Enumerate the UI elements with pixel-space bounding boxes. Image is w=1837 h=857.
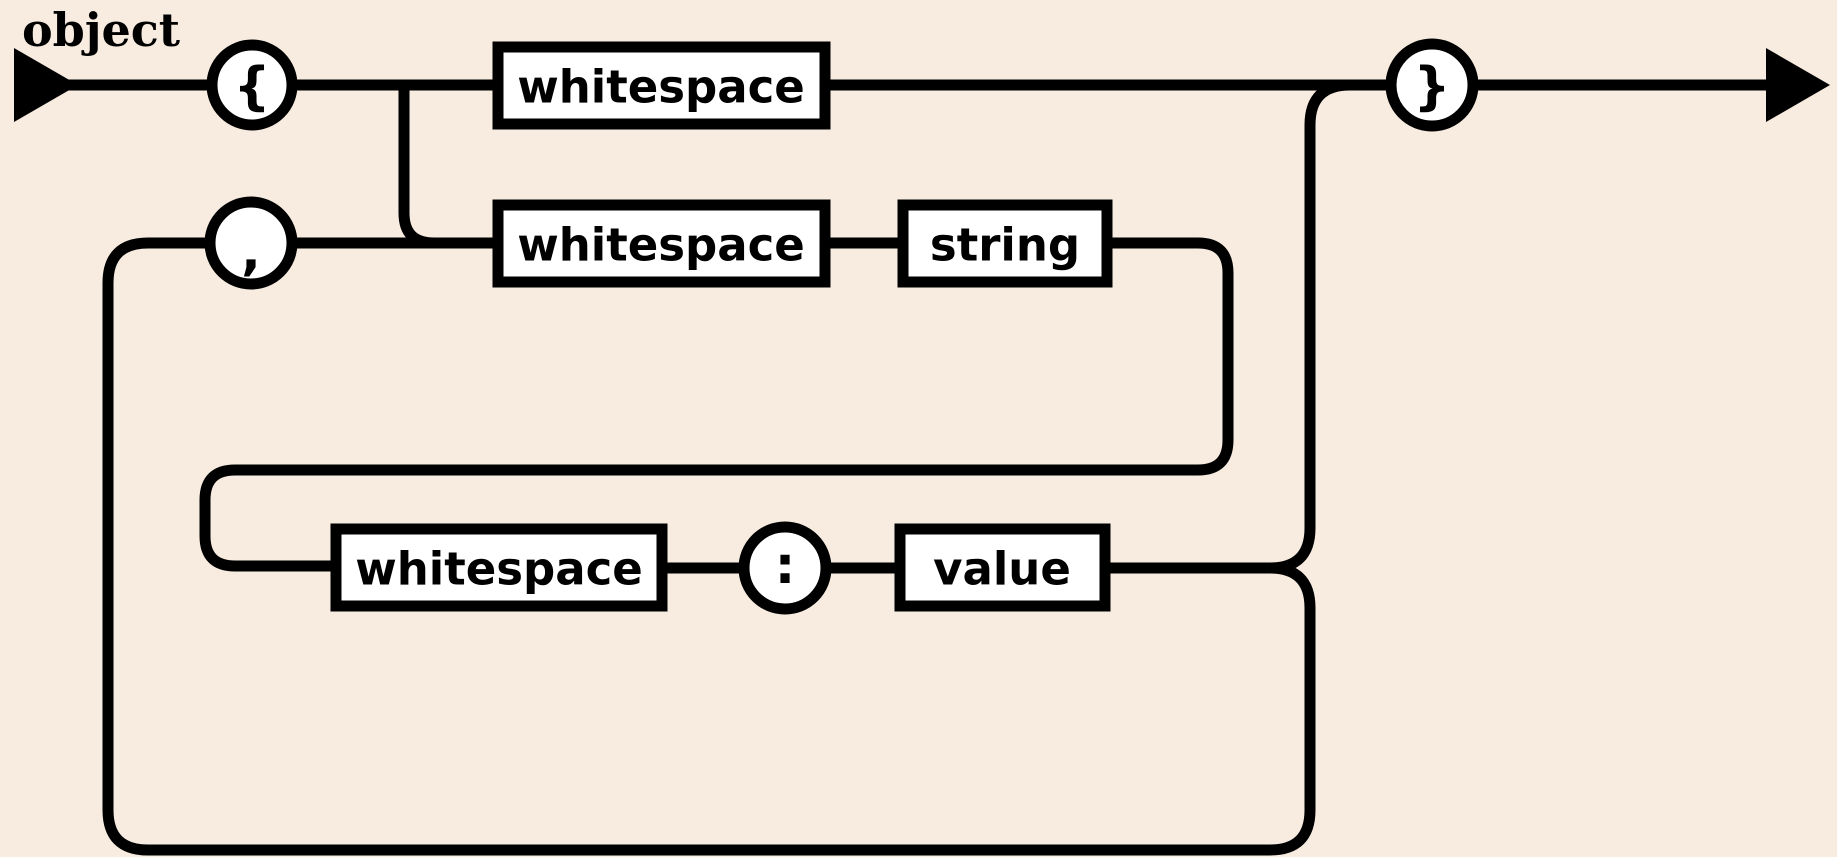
rail-row3-connector-to-whitespace [199,464,1198,572]
terminal-close-brace[interactable]: } [1385,38,1479,132]
nonterminal-whitespace-top-label: whitespace [517,61,805,114]
rail-string-to-row3 [1107,237,1234,476]
nonterminal-whitespace-pair-label: whitespace [517,219,805,272]
terminal-comma[interactable]: , [204,196,298,290]
nonterminal-value-label: value [933,543,1071,596]
terminal-open-brace[interactable]: { [206,39,298,131]
terminal-comma-label: , [241,222,261,282]
end-arrow-icon [1766,48,1830,122]
rail-value-up-to-close-brace [1269,79,1388,574]
terminal-colon-label: : [775,536,796,596]
terminal-open-brace-label: { [233,57,270,117]
nonterminal-value[interactable]: value [894,523,1111,612]
start-arrow-icon [14,48,78,122]
nonterminal-whitespace-pair[interactable]: whitespace [492,199,831,288]
nonterminal-string[interactable]: string [897,199,1113,288]
nonterminal-string-label: string [930,219,1080,272]
terminal-close-brace-label: } [1413,57,1450,117]
nonterminal-whitespace-value-label: whitespace [355,543,643,596]
rule-title: object [22,3,181,57]
nonterminal-whitespace-top[interactable]: whitespace [492,41,831,130]
nonterminal-whitespace-value[interactable]: whitespace [330,523,668,612]
rail-bottom-loopback-to-comma [102,237,1316,856]
rail-brace-to-pair-branch [398,85,498,249]
terminal-colon[interactable]: : [738,521,832,615]
